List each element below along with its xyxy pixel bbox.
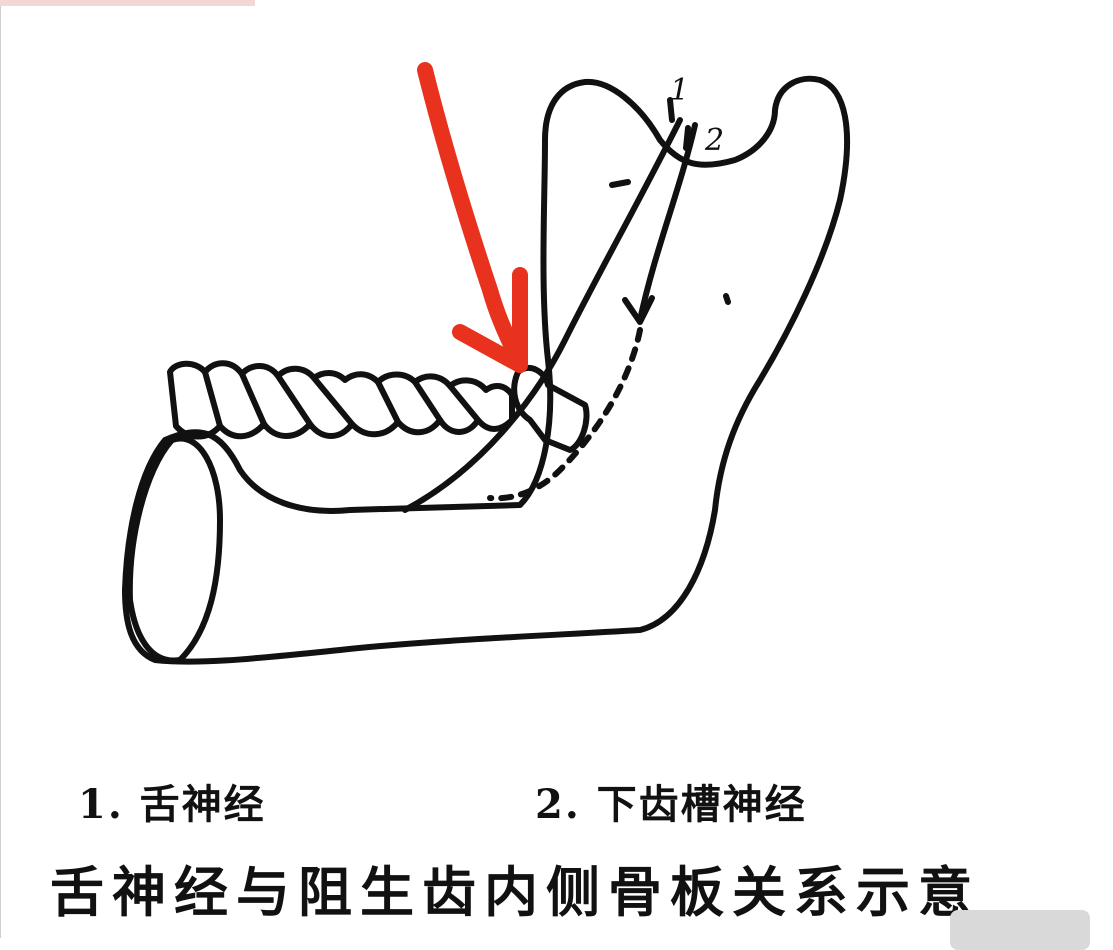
nerve-2-arrowhead: [625, 298, 652, 322]
legend-item-2: 2. 下齿槽神经: [535, 772, 807, 830]
diagram-title: 舌神经与阻生齿内侧骨板关系示意: [50, 848, 980, 927]
label-nerve-2: 2: [704, 123, 724, 158]
label-nerve-1: 1: [670, 73, 689, 108]
red-arrow: [425, 70, 520, 365]
cross-section-outline: [130, 438, 220, 660]
legend-item-1: 1. 舌神经: [78, 772, 266, 830]
nerve-2-line: [640, 125, 695, 320]
overlay-button[interactable]: [950, 910, 1090, 950]
mandible-outline: [125, 79, 847, 662]
